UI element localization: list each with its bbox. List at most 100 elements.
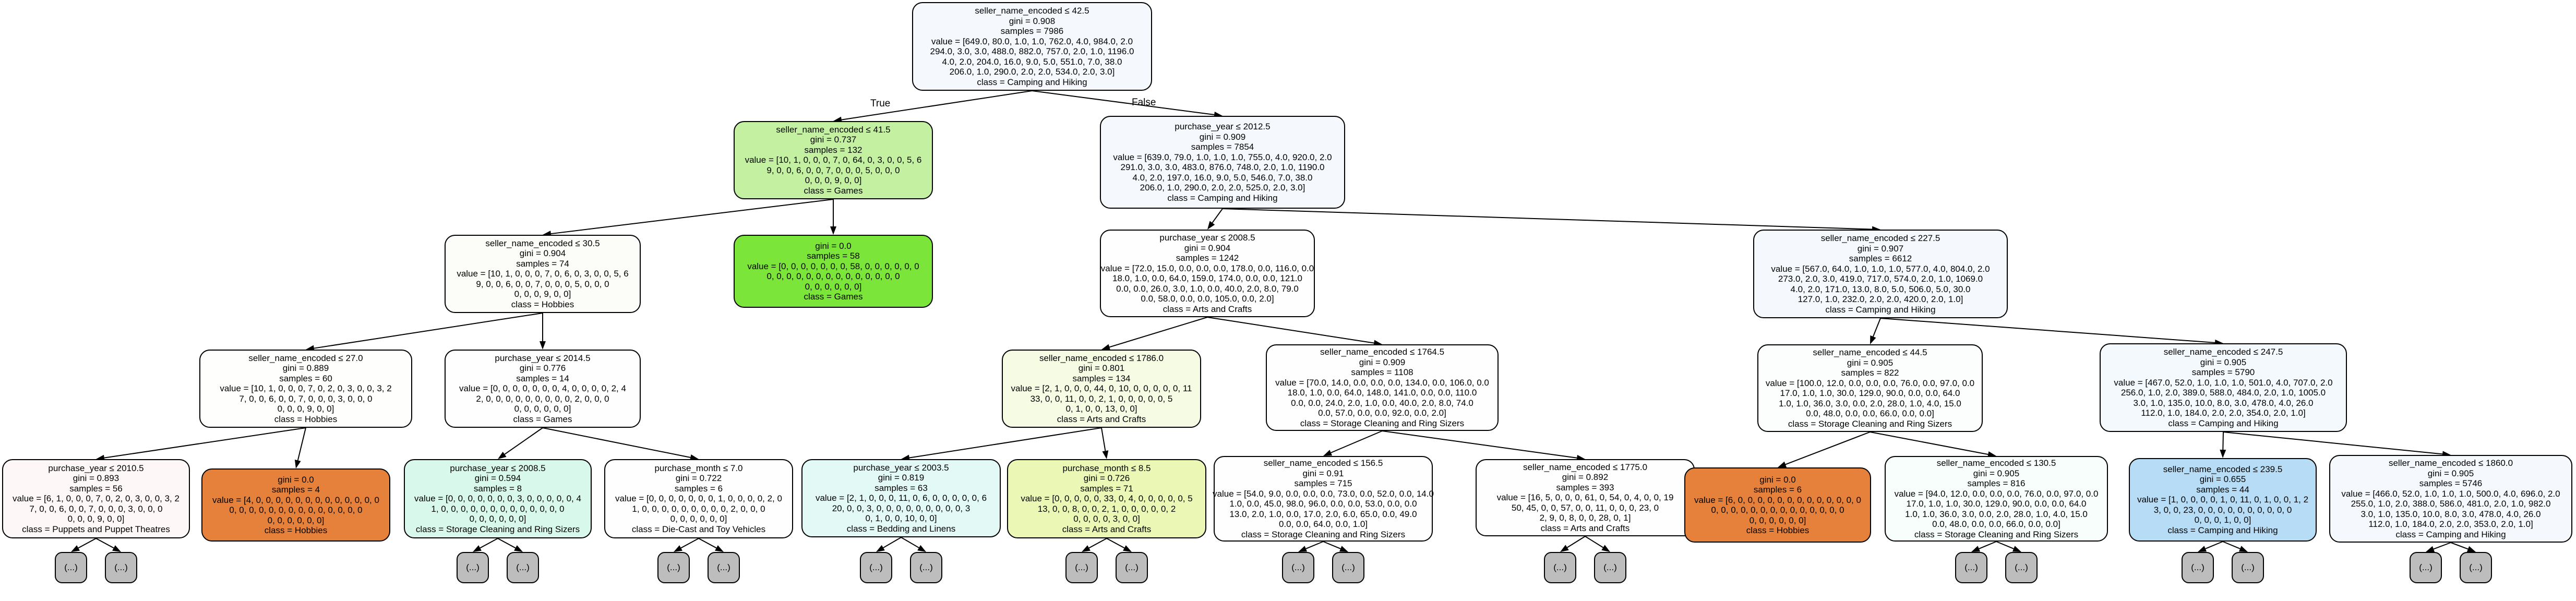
edge-n5-n9-arrowhead: [1101, 344, 1111, 351]
node-text-line: value = [0, 0, 0, 0, 0, 0, 0, 58, 0, 0, …: [747, 261, 919, 271]
node-text-line: class = Arts and Crafts: [1062, 524, 1152, 534]
edge-n23-truncated-0-arrowhead: [2198, 546, 2207, 552]
truncated-leaf: (...): [910, 552, 942, 583]
node-text-line: 0, 0, 0, 0, 0, 0, 0, 0, 0, 0, 0, 0, 0, 0: [1711, 505, 1844, 515]
node-text-line: 0.0, 48.0, 0.0, 0.0, 66.0, 0.0, 0.0]: [1806, 408, 1934, 418]
node-text-line: 4.0, 2.0, 204.0, 16.0, 9.0, 5.0, 551.0, …: [942, 56, 1122, 67]
node-text-line: value = [0, 0, 0, 0, 0, 0, 0, 1, 0, 0, 0…: [615, 494, 782, 504]
node-text-line: 0, 0, 0, 0, 0, 0]: [805, 281, 862, 292]
node-text-line: seller_name_encoded ≤ 1786.0: [1039, 353, 1164, 363]
edge-n22-truncated-1-arrowhead: [2012, 546, 2021, 552]
edge-n12-n23-arrowhead: [2220, 449, 2226, 458]
node-text-line: samples = 8: [473, 483, 522, 494]
node-text-line: 0, 0, 0, 9, 0, 0]: [514, 289, 571, 299]
truncated-leaf: (...): [1955, 552, 1987, 583]
truncated-leaf: (...): [1065, 552, 1098, 583]
node-text-line: class = Puppets and Puppet Theatres: [22, 524, 170, 534]
edge-n10-n19-arrowhead: [1323, 450, 1333, 456]
node-text-line: 0, 1, 0, 0, 13, 0, 0]: [1065, 404, 1137, 414]
node-text-line: 7, 0, 0, 6, 0, 0, 7, 0, 0, 0, 3, 0, 0, 0: [29, 503, 163, 514]
truncated-leaf: (...): [457, 552, 489, 583]
node-text-line: gini = 0.909: [1359, 357, 1406, 367]
node-text-line: 112.0, 1.0, 184.0, 2.0, 2.0, 353.0, 2.0,…: [2368, 519, 2533, 529]
node-text-line: samples = 63: [874, 483, 928, 493]
edge-n7-n14-arrowhead: [294, 460, 301, 468]
node-text-line: gini = 0.776: [519, 363, 566, 374]
node-text-line: seller_name_encoded ≤ 27.0: [248, 353, 363, 363]
edge-n10-n19: [1331, 430, 1383, 453]
node-text-line: gini = 0.655: [2199, 474, 2246, 485]
node-text-line: 4.0, 2.0, 197.0, 16.0, 9.0, 5.0, 546.0, …: [1132, 172, 1313, 183]
node-text-line: samples = 58: [807, 251, 860, 261]
node-text-line: value = [649.0, 80.0, 1.0, 1.0, 762.0, 4…: [931, 36, 1133, 46]
node-text-line: gini = 0.905: [1973, 468, 2020, 478]
node-text-line: value = [466.0, 52.0, 1.0, 1.0, 1.0, 500…: [2341, 488, 2560, 499]
node-text-line: samples = 5790: [2191, 367, 2255, 377]
node-text-line: seller_name_encoded ≤ 1775.0: [1523, 462, 1648, 472]
node-text-line: gini = 0.0: [278, 474, 314, 485]
edge-n9-n18-arrowhead: [1102, 450, 1109, 459]
edge-n20-truncated-1: [1585, 536, 1603, 548]
edge-n9-n18: [1101, 427, 1106, 451]
node-text-line: class = Hobbies: [1746, 525, 1810, 535]
node-text-line: seller_name_encoded ≤ 227.5: [1820, 233, 1940, 243]
node-text-line: gini = 0.726: [1083, 473, 1130, 484]
node-text-line: class = Storage Cleaning and Ring Sizers: [1788, 418, 1952, 429]
node-text-line: class = Games: [804, 292, 863, 302]
node-text-line: 1.0, 0.0, 45.0, 98.0, 96.0, 0.0, 0.0, 53…: [1229, 499, 1417, 509]
node-text-line: value = [10, 1, 0, 0, 0, 7, 0, 6, 0, 3, …: [457, 269, 629, 279]
edge-label-false: False: [1132, 97, 1156, 108]
node-text-line: 3, 0, 0, 23, 0, 0, 0, 0, 0, 0, 0, 0, 0, …: [2153, 504, 2292, 515]
truncated-leaf: (...): [1544, 552, 1576, 583]
node-text-line: 0, 0, 0, 0, 0, 0]: [1749, 515, 1806, 525]
node-text-line: 33, 0, 0, 11, 0, 0, 2, 1, 0, 0, 0, 0, 0,…: [1030, 393, 1173, 404]
edge-n10-n20: [1382, 430, 1577, 459]
node-text-line: 13.0, 2.0, 1.0, 0.0, 17.0, 2.0, 6.0, 65.…: [1229, 509, 1417, 519]
edge-n13-truncated-1-arrowhead: [112, 545, 121, 552]
node-text-line: value = [2, 1, 0, 0, 0, 44, 0, 10, 0, 0,…: [1011, 383, 1192, 394]
node-text-line: value = [70.0, 14.0, 0.0, 0.0, 0.0, 134.…: [1275, 377, 1489, 388]
node-text-line: 206.0, 1.0, 290.0, 2.0, 2.0, 534.0, 2.0,…: [949, 67, 1115, 77]
edge-n17-truncated-1: [901, 537, 919, 548]
node-text-line: samples = 134: [1072, 373, 1131, 383]
node-text-line: 17.0, 1.0, 1.0, 30.0, 129.0, 90.0, 0.0, …: [1906, 499, 2087, 509]
node-text-line: gini = 0.737: [810, 135, 857, 145]
truncated-leaf: (...): [105, 552, 137, 583]
edge-n2-n6: [1222, 208, 1873, 230]
edge-n24-truncated-1: [2450, 542, 2469, 550]
node-text-line: value = [72.0, 15.0, 0.0, 0.0, 0.0, 178.…: [1100, 263, 1314, 273]
node-text-line: seller_name_encoded ≤ 44.5: [1813, 347, 1927, 357]
node-text-line: value = [0, 0, 0, 0, 0, 0, 0, 4, 0, 0, 0…: [459, 383, 626, 394]
node-text-line: samples = 822: [1841, 368, 1899, 378]
node-text-line: 0, 0, 0, 0, 0, 0]: [267, 515, 325, 525]
node-text-line: seller_name_encoded ≤ 156.5: [1263, 458, 1383, 468]
node-text-line: class = Camping and Hiking: [2395, 529, 2506, 539]
edge-n8-n16-arrowhead: [690, 454, 699, 461]
node-text-line: samples = 74: [516, 258, 569, 269]
node-text-line: seller_name_encoded ≤ 239.5: [2163, 464, 2283, 474]
edge-n16-truncated-1: [698, 538, 717, 549]
node-text-line: 20, 0, 0, 3, 0, 0, 0, 0, 0, 0, 0, 0, 0, …: [832, 503, 971, 513]
edge-n2-n5: [1212, 208, 1223, 223]
node-text-line: gini = 0.91: [1302, 468, 1344, 478]
node-text-line: value = [0, 0, 0, 0, 0, 0, 0, 3, 0, 0, 0…: [414, 494, 581, 504]
node-text-line: 3.0, 1.0, 135.0, 10.0, 8.0, 3.0, 478.0, …: [2361, 509, 2541, 519]
truncated-leaf: (...): [1594, 552, 1626, 583]
node-text-line: value = [4, 0, 0, 0, 0, 0, 0, 0, 0, 0, 0…: [212, 495, 379, 505]
edge-n23-truncated-1: [2222, 541, 2240, 549]
node-text-line: class = Arts and Crafts: [1163, 304, 1252, 314]
node-text-line: 0, 1, 0, 0, 10, 0, 0]: [865, 513, 937, 524]
node-text-line: class = Camping and Hiking: [2167, 525, 2278, 535]
node-text-line: samples = 44: [2196, 484, 2249, 495]
edge-n7-n14: [297, 427, 306, 461]
truncated-leaf: (...): [2232, 552, 2264, 583]
